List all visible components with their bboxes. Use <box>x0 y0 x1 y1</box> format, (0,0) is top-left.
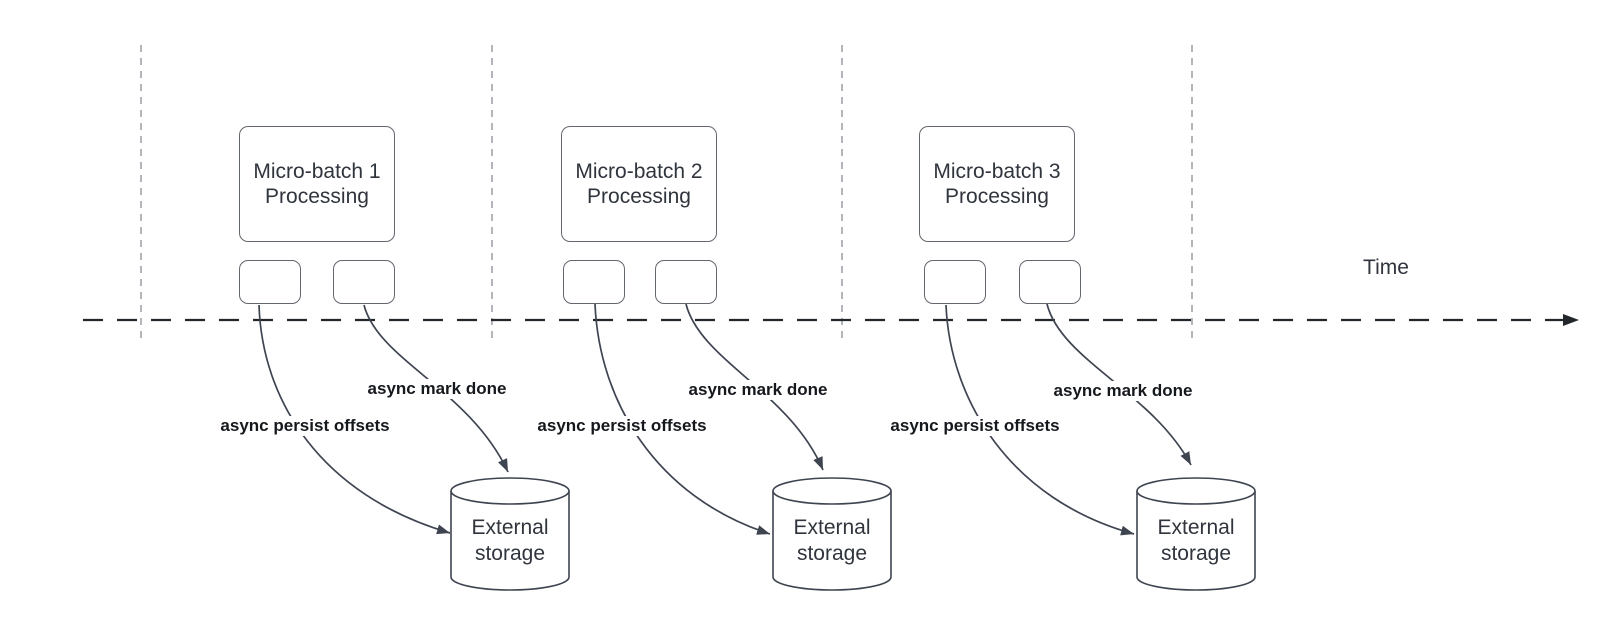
microbatch-box-1: Micro-batch 1 Processing <box>239 126 395 242</box>
persist-offsets-label-3: async persist offsets <box>888 416 1062 436</box>
done-task-box-2 <box>655 260 717 304</box>
storage-cylinder-top-2 <box>772 477 892 505</box>
storage-cylinder-top-3 <box>1136 477 1256 505</box>
mark-done-arrow-1 <box>363 304 509 473</box>
microbatch-box-2: Micro-batch 2 Processing <box>561 126 717 242</box>
storage-cylinder-3 <box>1136 477 1256 591</box>
storage-cylinder-body-1 <box>450 491 570 591</box>
mark-done-label-3: async mark done <box>1051 381 1195 401</box>
mark-done-arrow-2 <box>685 303 824 471</box>
microbatch-box-3: Micro-batch 3 Processing <box>919 126 1075 242</box>
persist-task-box-2 <box>563 260 625 304</box>
persist-offsets-arrow-2 <box>594 303 771 535</box>
persist-task-box-3 <box>924 260 986 304</box>
storage-cylinder-body-3 <box>1136 491 1256 591</box>
mark-done-label-1: async mark done <box>365 379 509 399</box>
storage-cylinder-1 <box>450 477 570 591</box>
storage-cylinder-top-1 <box>450 477 570 505</box>
done-task-box-3 <box>1019 260 1081 304</box>
persist-offsets-label-1: async persist offsets <box>218 416 392 436</box>
persist-offsets-label-2: async persist offsets <box>535 416 709 436</box>
storage-cylinder-2 <box>772 477 892 591</box>
storage-cylinder-body-2 <box>772 491 892 591</box>
persist-offsets-arrow-3 <box>945 304 1135 536</box>
persist-task-box-1 <box>239 260 301 304</box>
mark-done-label-2: async mark done <box>686 380 830 400</box>
mark-done-arrow-3 <box>1046 303 1192 466</box>
time-label: Time <box>1363 256 1409 279</box>
storage-label-2: External storage <box>793 516 871 565</box>
storage-label-3: External storage <box>1157 516 1235 565</box>
persist-offsets-arrow-1 <box>258 304 451 535</box>
done-task-box-1 <box>333 260 395 304</box>
storage-label-1: External storage <box>471 516 549 565</box>
